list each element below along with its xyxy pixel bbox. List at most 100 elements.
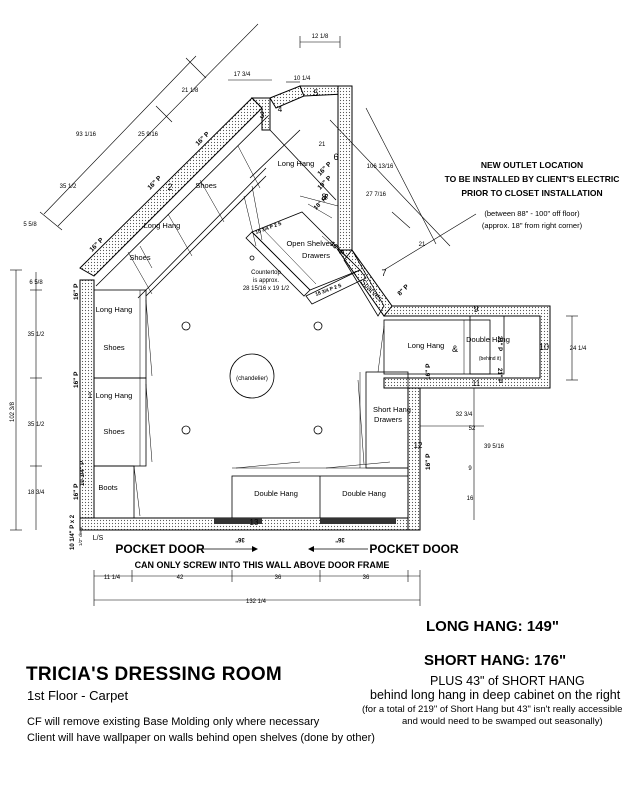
dim-35-1-2-a: 35 1/2 [28, 332, 45, 338]
wall-number-1: 1 [88, 391, 93, 400]
dim-27-7-16: 27 7/16 [366, 192, 387, 198]
depth-21p-top: 21" P [496, 336, 502, 351]
dim-25-9-16: 25 9/16 [138, 132, 159, 138]
label-short-hang: Short Hang [373, 405, 411, 414]
depth-16p-e: 16" P [73, 371, 80, 388]
dim-18-3-4: 18 3/4 [28, 490, 45, 496]
label-shoes-left-2: Shoes [103, 427, 125, 436]
depth-21p-bot: 21" P [496, 368, 502, 383]
short-hang-total: SHORT HANG: 176" [424, 652, 567, 669]
depth-16p-g: 16" P [425, 363, 432, 380]
label-amp: & [452, 344, 458, 354]
wall-number-5: 5 [313, 88, 318, 98]
title-note-2: Client will have wallpaper on walls behi… [27, 732, 375, 744]
label-long-hang-left-1a: Long Hang [96, 305, 133, 314]
upper-cabinets [95, 115, 385, 317]
label-drawers-top: Drawers [302, 251, 330, 260]
wall-number-6: 6 [333, 152, 338, 162]
dim-24-1-4: 24 1/4 [570, 346, 587, 352]
label-shoes-top: Shoes [129, 253, 151, 262]
top-notch-wall [250, 97, 271, 131]
dim-42: 42 [177, 575, 184, 581]
ceiling-fixtures [181, 255, 323, 435]
label-countertop-2: is approx. [253, 278, 279, 284]
walls [79, 85, 551, 531]
pocket-door-left: POCKET DOOR [115, 542, 205, 556]
dim-17-3-4: 17 3/4 [234, 72, 251, 78]
depth-16p-j: 16" P [316, 160, 333, 177]
right-alcove-wall [383, 305, 551, 389]
label-double-hang-2: Double Hang [342, 489, 386, 498]
label-behind-it: (behind it) [479, 356, 502, 362]
dim-36-a: 36 [275, 575, 282, 581]
wall-number-8: 8 [321, 192, 326, 202]
floor-plan: NEW OUTLET LOCATION TO BE INSTALLED BY C… [10, 23, 619, 606]
right-upper-wall [337, 85, 353, 251]
depth-16p-d: 16" P [73, 283, 80, 300]
dim-11-1-4: 11 1/4 [104, 575, 121, 581]
depth-16p-f: 16" P [73, 483, 80, 500]
depth-ls: L/S [93, 535, 104, 542]
wall-number-11: 11 [472, 379, 481, 388]
label-shoes-left-1: Shoes [103, 343, 125, 352]
wall-number-7: 7 [381, 268, 386, 278]
outlet-note-1: NEW OUTLET LOCATION [481, 160, 583, 170]
wall-number-4: 4 [278, 105, 283, 114]
behind-long-hang: behind long hang in deep cabinet on the … [370, 688, 621, 702]
pocket-door-right: POCKET DOOR [369, 542, 459, 556]
outlet-note-3: PRIOR TO CLOSET INSTALLATION [461, 188, 602, 198]
dim-pocket-36-b: 36" [335, 536, 345, 542]
label-open-shelves: Open Shelves [286, 239, 333, 248]
dim-pocket-36-a: 36" [235, 536, 245, 542]
label-long-hang-left-2: Long Hang [96, 391, 133, 400]
left-cabinets [93, 289, 153, 519]
label-short-hang-drawers: Drawers [374, 415, 402, 424]
page-subtitle: 1st Floor - Carpet [27, 688, 129, 703]
plus-short-hang: PLUS 43" of SHORT HANG [430, 674, 585, 688]
dim-39-5-16: 39 5/16 [484, 444, 505, 450]
wall-number-2: 2 [167, 182, 172, 192]
label-long-hang-right: Long Hang [408, 341, 445, 350]
dim-16: 16 [467, 496, 474, 502]
right-diagonal-wall [337, 249, 393, 317]
dim-12-1-8: 12 1/8 [312, 34, 329, 40]
dimension-lines [10, 23, 578, 606]
label-chandelier: (chandelier) [236, 376, 268, 382]
wall-number-3: 3 [259, 110, 264, 120]
dim-106-13-16: 106 13/16 [367, 164, 394, 170]
chandelier-circle [229, 353, 275, 399]
dim-132-1-4: 132 1/4 [246, 599, 267, 605]
dim-5-5-8-diag: 5 5/8 [23, 222, 37, 228]
depth-16p-h: 16" P [425, 453, 432, 470]
left-wall [79, 279, 95, 531]
dim-10-1-4: 10 1/4 [294, 76, 311, 82]
depth-8p: 8" P [396, 283, 410, 297]
top-cap-wall [299, 85, 345, 97]
dim-35-1-2-diag: 35 1/2 [60, 184, 77, 190]
depth-half-deep: 1/2" deep [78, 526, 83, 546]
dim-93-1-16: 93 1/16 [76, 132, 97, 138]
dim-32-3-4: 32 3/4 [456, 412, 473, 418]
dim-21-b: 21 [419, 242, 426, 248]
label-double-hang-right: Double Hang [466, 335, 510, 344]
label-countertop-3: 28 15/16 x 19 1/2 [243, 286, 290, 292]
wall-number-10: 10 [539, 342, 549, 352]
depth-10-1-4p-x2: 10 1/4" P x 2 [70, 514, 76, 550]
dim-21-a: 21 [319, 142, 326, 148]
short-hang-note-2: and would need to be swamped out seasona… [402, 716, 603, 727]
dim-52: 52 [469, 426, 476, 432]
label-boots: Boots [98, 483, 117, 492]
right-cabinets [357, 315, 505, 469]
dim-6-5-8: 6 5/8 [29, 280, 43, 286]
label-shoes-mid: Shoes [195, 181, 217, 190]
wall-number-12: 12 [414, 441, 423, 450]
dressing-room-plan-page: NEW OUTLET LOCATION TO BE INSTALLED BY C… [10, 23, 622, 744]
top-short-wall [269, 85, 305, 109]
dim-102-3-8: 102 3/8 [10, 401, 16, 422]
dim-9: 9 [468, 466, 472, 472]
wall-number-9: 9 [473, 304, 478, 314]
outlet-note-2: TO BE INSTALLED BY CLIENT'S ELECTRIC [445, 174, 620, 184]
screw-note: CAN ONLY SCREW INTO THIS WALL ABOVE DOOR… [135, 560, 390, 570]
dim-35-1-2-b: 35 1/2 [28, 422, 45, 428]
long-hang-total: LONG HANG: 149" [426, 618, 559, 635]
